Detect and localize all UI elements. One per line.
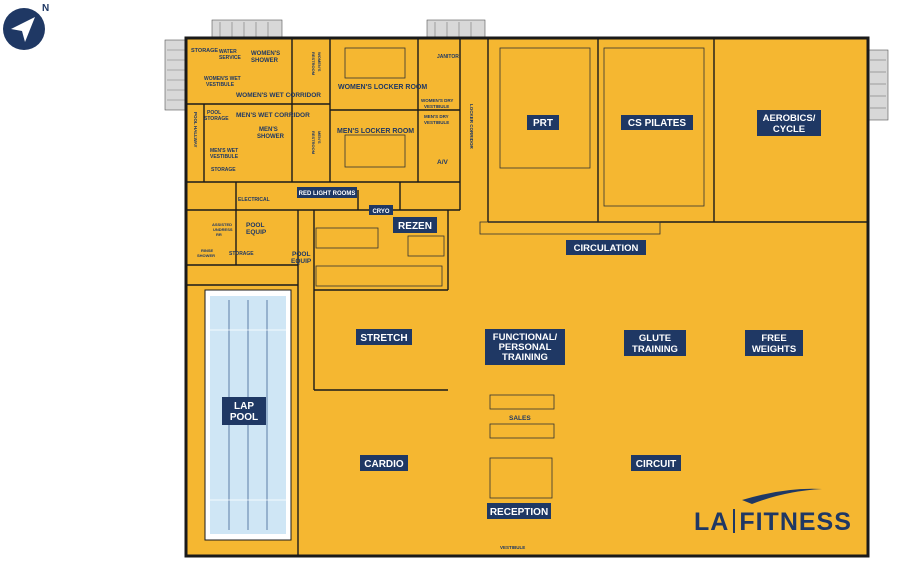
label-pool-storage-1: POOL	[207, 110, 221, 116]
cryo-tag	[369, 205, 393, 215]
label-mens-restroom-2: RESTROOM	[311, 131, 316, 155]
label-janitor: JANITOR	[437, 54, 459, 60]
label-assisted-1: ASSISTED	[212, 222, 232, 227]
area-circulation: CIRCULATION	[574, 243, 639, 254]
lap-pool-tag	[222, 397, 266, 425]
label-mens-wet-vestibule-2: VESTIBULE	[210, 154, 239, 160]
prt-tag	[527, 115, 559, 130]
area-functional-2: PERSONAL	[499, 342, 552, 353]
area-cardio: CARDIO	[364, 459, 404, 470]
label-womens-locker-room: WOMEN'S LOCKER ROOM	[338, 84, 427, 91]
label-womens-dry-vestibule-1: WOMEN'S DRY	[421, 98, 453, 103]
red-light-rooms-tag	[297, 187, 357, 198]
label-mens-wet-corridor: MEN'S WET CORRIDOR	[236, 112, 310, 119]
label-locker-corridor: LOCKER CORRIDOR	[469, 104, 474, 149]
label-pool-equip-2a: POOL	[292, 251, 310, 258]
equipment-outlines	[315, 47, 705, 499]
area-circuit: CIRCUIT	[636, 459, 677, 470]
area-functional-3: TRAINING	[502, 352, 548, 363]
area-prt: PRT	[533, 118, 553, 129]
area-stretch: STRETCH	[360, 333, 407, 344]
area-free-weights-2: WEIGHTS	[752, 344, 796, 355]
area-lap-pool-2: POOL	[230, 412, 258, 423]
circulation-tag	[566, 240, 646, 255]
label-pool-equip-1b: EQUIP	[246, 229, 267, 236]
label-womens-restroom-2: RESTROOM	[311, 52, 316, 76]
cardio-tag	[360, 455, 408, 471]
label-mens-shower-2: SHOWER	[257, 134, 285, 140]
label-sales: SALES	[509, 415, 531, 422]
area-glute-2: TRAINING	[632, 344, 678, 355]
label-red-light-rooms: RED LIGHT ROOMS	[299, 191, 356, 197]
label-water-service-1: WATER	[219, 49, 237, 55]
label-womens-wet-vestibule-2: VESTIBULE	[206, 82, 235, 88]
label-storage-mid: STORAGE	[211, 167, 236, 173]
circuit-tag	[631, 455, 681, 471]
label-mens-locker-room: MEN'S LOCKER ROOM	[337, 128, 414, 135]
area-free-weights-1: FREE	[761, 333, 786, 344]
label-rinse-shower-1: RINSE	[201, 248, 214, 253]
compass-north-label: N	[42, 3, 49, 14]
area-rezen: REZEN	[398, 221, 432, 232]
logo-divider	[733, 509, 736, 533]
la-fitness-logo: LA FITNESS	[694, 508, 852, 537]
area-reception: RECEPTION	[490, 507, 548, 518]
aerobics-tag	[757, 110, 821, 136]
label-av: A/V	[437, 159, 449, 166]
small-room-labels: STORAGE WATER SERVICE WOMEN'S SHOWER WOM…	[191, 48, 531, 550]
label-pool-hallway: POOL HALLWAY	[193, 112, 198, 148]
label-water-service-2: SERVICE	[219, 55, 242, 61]
label-womens-shower-2: SHOWER	[251, 58, 279, 64]
label-womens-dry-vestibule-2: VESTIBULE	[424, 104, 449, 109]
logo-fitness: FITNESS	[739, 508, 852, 536]
stretch-tag	[356, 329, 412, 345]
label-vestibule: VESTIBULE	[500, 545, 525, 550]
label-womens-restroom-1: WOMEN'S	[317, 52, 322, 72]
label-cryo: CRYO	[372, 209, 389, 215]
area-aerobics-2: CYCLE	[773, 124, 805, 135]
free-weights-tag	[745, 330, 803, 356]
label-mens-dry-vestibule-1: MEN'S DRY	[424, 114, 449, 119]
label-storage-low: STORAGE	[229, 251, 254, 257]
area-lap-pool-1: LAP	[234, 401, 254, 412]
area-glute-1: GLUTE	[639, 333, 671, 344]
label-assisted-3: RR	[216, 232, 222, 237]
area-aerobics-1: AEROBICS/	[763, 113, 816, 124]
area-cs-pilates: CS PILATES	[628, 118, 686, 129]
building-outline	[184, 36, 870, 558]
label-assisted-2: UNDRESS	[213, 227, 233, 232]
label-womens-wet-corridor: WOMEN'S WET CORRIDOR	[236, 92, 321, 99]
stair-treads	[167, 22, 886, 109]
label-womens-wet-vestibule-1: WOMEN'S WET	[204, 76, 241, 82]
label-electrical: ELECTRICAL	[238, 197, 270, 203]
label-pool-storage-2: STORAGE	[204, 116, 229, 122]
label-mens-wet-vestibule-1: MEN'S WET	[210, 148, 238, 154]
rezen-tag	[393, 217, 437, 233]
area-functional-1: FUNCTIONAL/	[493, 332, 558, 343]
cs-pilates-tag	[621, 115, 693, 130]
logo-swoosh-icon	[742, 488, 822, 504]
label-mens-restroom-1: MEN'S	[317, 131, 322, 144]
label-mens-dry-vestibule-2: VESTIBULE	[424, 120, 449, 125]
label-mens-shower-1: MEN'S	[259, 127, 278, 133]
reception-tag	[487, 503, 551, 519]
label-pool-equip-2b: EQUIP	[291, 258, 312, 265]
label-storage-top: STORAGE	[191, 48, 218, 54]
label-womens-shower-1: WOMEN'S	[251, 51, 280, 57]
compass-arrow-icon	[3, 8, 45, 50]
label-pool-equip-1a: POOL	[246, 222, 264, 229]
label-rinse-shower-2: SHOWER	[197, 253, 215, 258]
glute-tag	[624, 330, 686, 356]
logo-la: LA	[694, 508, 730, 536]
functional-tag	[485, 329, 565, 365]
area-tags: PRT CS PILATES AEROBICS/ CYCLE CIRCULATI…	[222, 110, 821, 519]
